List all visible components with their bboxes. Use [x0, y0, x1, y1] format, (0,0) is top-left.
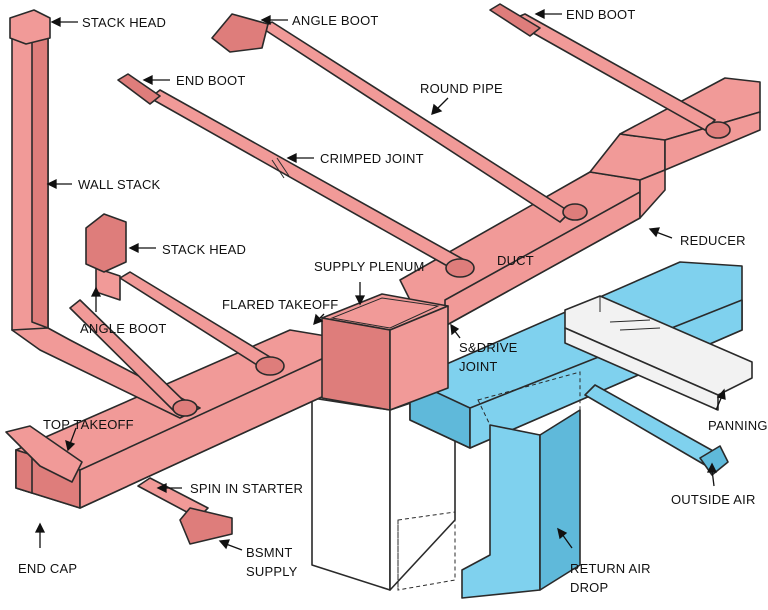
top-takeoff	[5, 425, 83, 483]
label-arrows	[34, 8, 726, 551]
label-end-cap: END CAP	[18, 561, 78, 576]
bsmnt-supply-boot	[179, 507, 233, 545]
label-bsmnt-supply: BSMNT SUPPLY	[246, 545, 298, 579]
supply-plenum	[321, 293, 449, 411]
label-stack-head-mid: STACK HEAD	[162, 242, 247, 257]
label-flared-takeoff: FLARED TAKEOFF	[222, 297, 339, 312]
label-reducer: REDUCER	[680, 233, 746, 248]
label-s-drive-joint: S&DRIVE JOINT	[459, 340, 518, 374]
label-top-takeoff: TOP TAKEOFF	[43, 417, 134, 432]
outside-air-hood	[699, 445, 729, 476]
label-round-pipe: ROUND PIPE	[420, 81, 503, 96]
label-stack-head-top: STACK HEAD	[82, 15, 167, 30]
angle-boot-top	[211, 13, 269, 53]
label-panning: PANNING	[708, 418, 768, 433]
label-crimped-joint: CRIMPED JOINT	[320, 151, 424, 166]
reducer	[589, 133, 666, 181]
stack-head-mid	[85, 213, 127, 273]
stack-head-top	[9, 9, 51, 45]
end-boot-right	[489, 3, 541, 37]
panning-rails	[564, 295, 753, 411]
wall-stack	[9, 9, 201, 419]
label-end-boot-right: END BOOT	[566, 7, 636, 22]
label-return-air-drop: RETURN AIR DROP	[570, 561, 651, 595]
return-air-drop	[461, 424, 541, 599]
label-angle-boot-top: ANGLE BOOT	[292, 13, 379, 28]
round-pipes	[5, 3, 731, 545]
end-boot-left	[117, 73, 161, 105]
label-end-boot-left: END BOOT	[176, 73, 246, 88]
label-duct: DUCT	[497, 253, 534, 268]
label-wall-stack: WALL STACK	[78, 177, 161, 192]
label-outside-air: OUTSIDE AIR	[671, 492, 756, 507]
furnace-cabinet	[311, 387, 456, 591]
label-spin-in-starter: SPIN IN STARTER	[190, 481, 304, 496]
label-angle-boot-mid: ANGLE BOOT	[80, 321, 167, 336]
label-supply-plenum: SUPPLY PLENUM	[314, 259, 425, 274]
